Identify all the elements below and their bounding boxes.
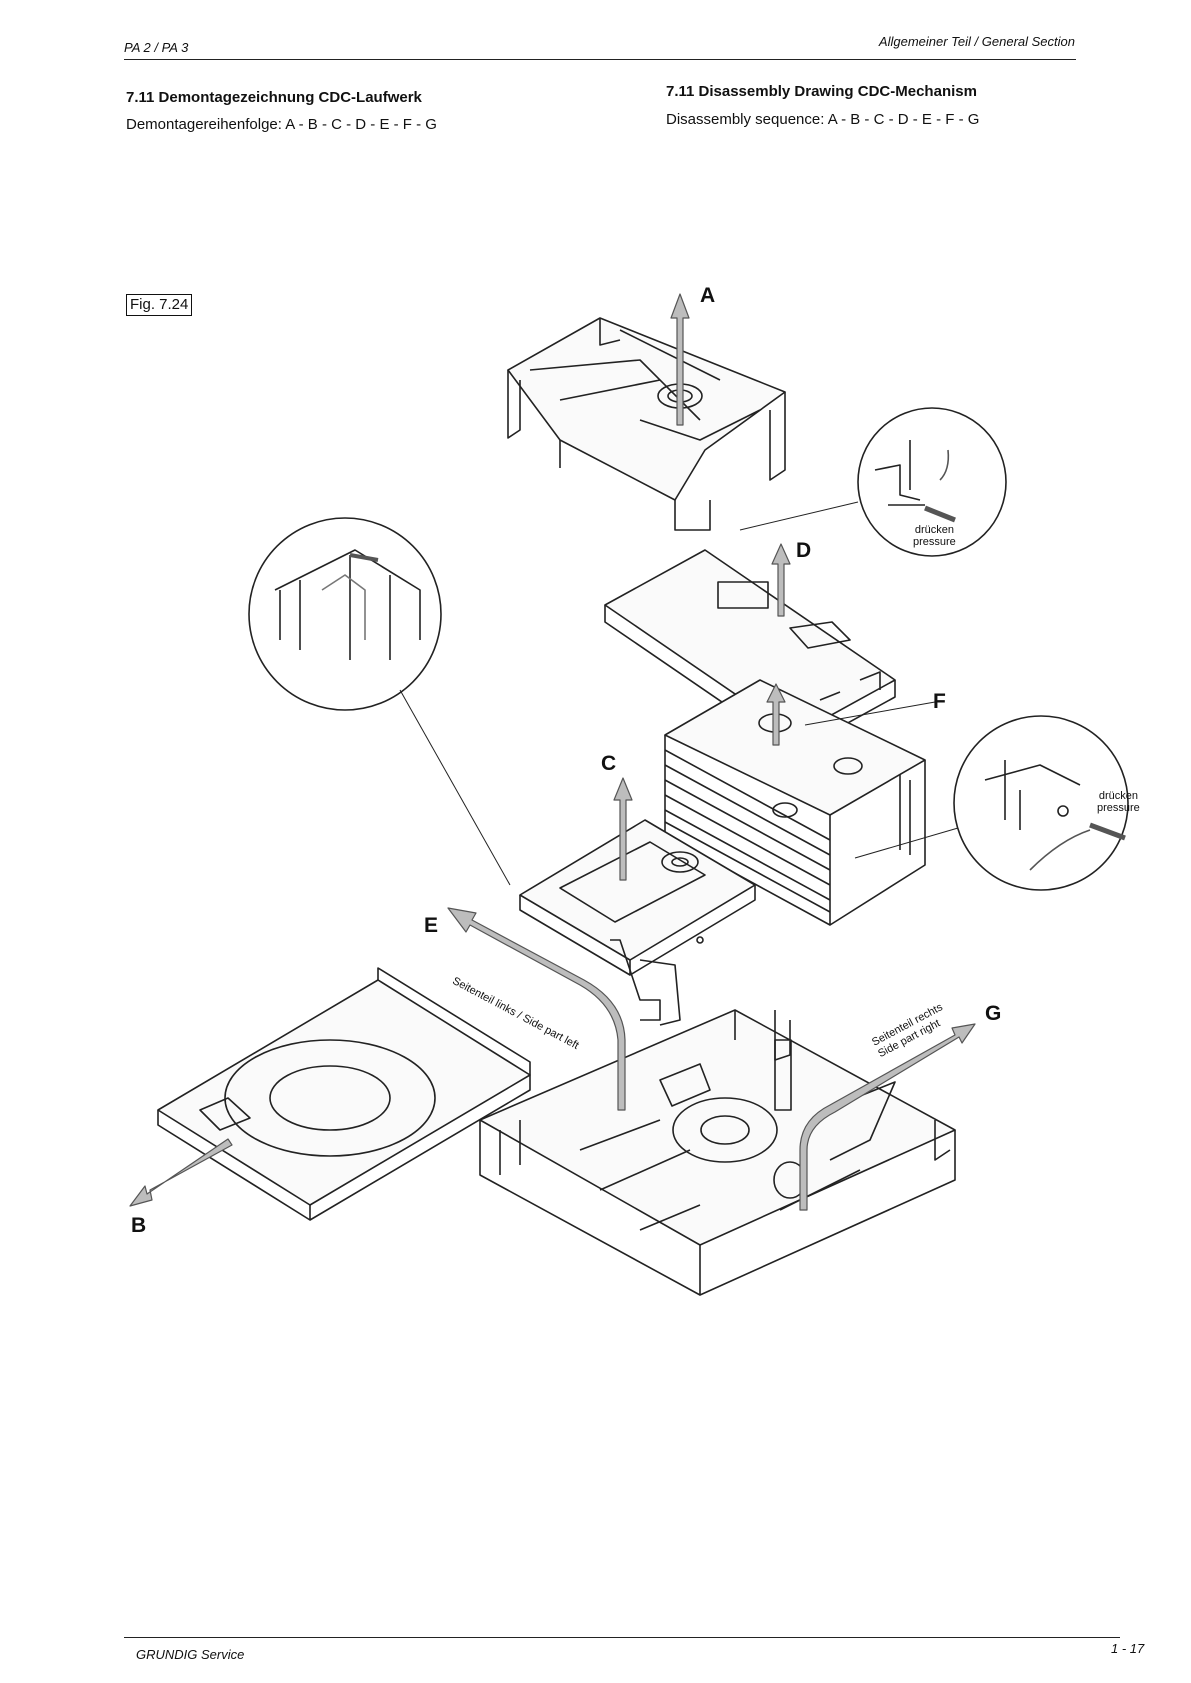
top-bracket-part: [507, 317, 786, 531]
letter-e: E: [424, 914, 439, 937]
footer-left: GRUNDIG Service: [136, 1647, 245, 1662]
arrow-a: [670, 293, 690, 426]
header-rule: [124, 59, 1076, 60]
arrow-g: [799, 1023, 976, 1211]
english-title: 7.11 Disassembly Drawing CDC-Mechanism: [666, 83, 977, 100]
callout-right-bottom-line1: drücken: [1098, 790, 1138, 802]
tray-part: [157, 967, 531, 1221]
footer-rule: [124, 1637, 1120, 1638]
letter-a: A: [700, 284, 716, 307]
arrow-b: [129, 1138, 233, 1207]
letter-d: D: [796, 539, 812, 562]
figure-label: Fig. 7.24: [126, 294, 193, 316]
letter-f: F: [933, 690, 946, 713]
german-sequence: Demontagereihenfolge: A - B - C - D - E …: [126, 116, 437, 133]
arrow-c: [613, 777, 633, 881]
letter-c: C: [601, 752, 617, 775]
detail-circle-right-top: [739, 407, 1007, 557]
callout-right-top: drücken pressure: [913, 524, 956, 548]
callout-right-top-line2: pressure: [913, 536, 956, 548]
header-right: Allgemeiner Teil / General Section: [878, 34, 1075, 49]
callout-right-bottom: drücken pressure: [1097, 790, 1140, 814]
arrow-f: [766, 683, 786, 746]
letter-b: B: [131, 1214, 147, 1237]
callout-right-bottom-line2: pressure: [1097, 802, 1140, 814]
letter-g: G: [985, 1002, 1002, 1025]
header-left: PA 2 / PA 3: [124, 40, 189, 55]
callout-right-top-line1: drücken: [914, 524, 954, 536]
german-title: 7.11 Demontagezeichnung CDC-Laufwerk: [126, 89, 422, 106]
arrow-d: [771, 543, 791, 617]
laser-unit-part: [519, 819, 756, 1026]
magazine-part: [664, 679, 926, 926]
arrow-e: [447, 907, 626, 1111]
detail-circle-left: [248, 517, 511, 886]
f-leader: [804, 701, 936, 726]
middle-plate-part: [604, 549, 896, 753]
chassis-part: [479, 1009, 956, 1296]
footer-page-number: 1 - 17: [1111, 1641, 1145, 1656]
english-sequence: Disassembly sequence: A - B - C - D - E …: [666, 111, 980, 128]
detail-circle-right-bottom: [854, 715, 1129, 891]
removal-arrows: [129, 293, 976, 1211]
